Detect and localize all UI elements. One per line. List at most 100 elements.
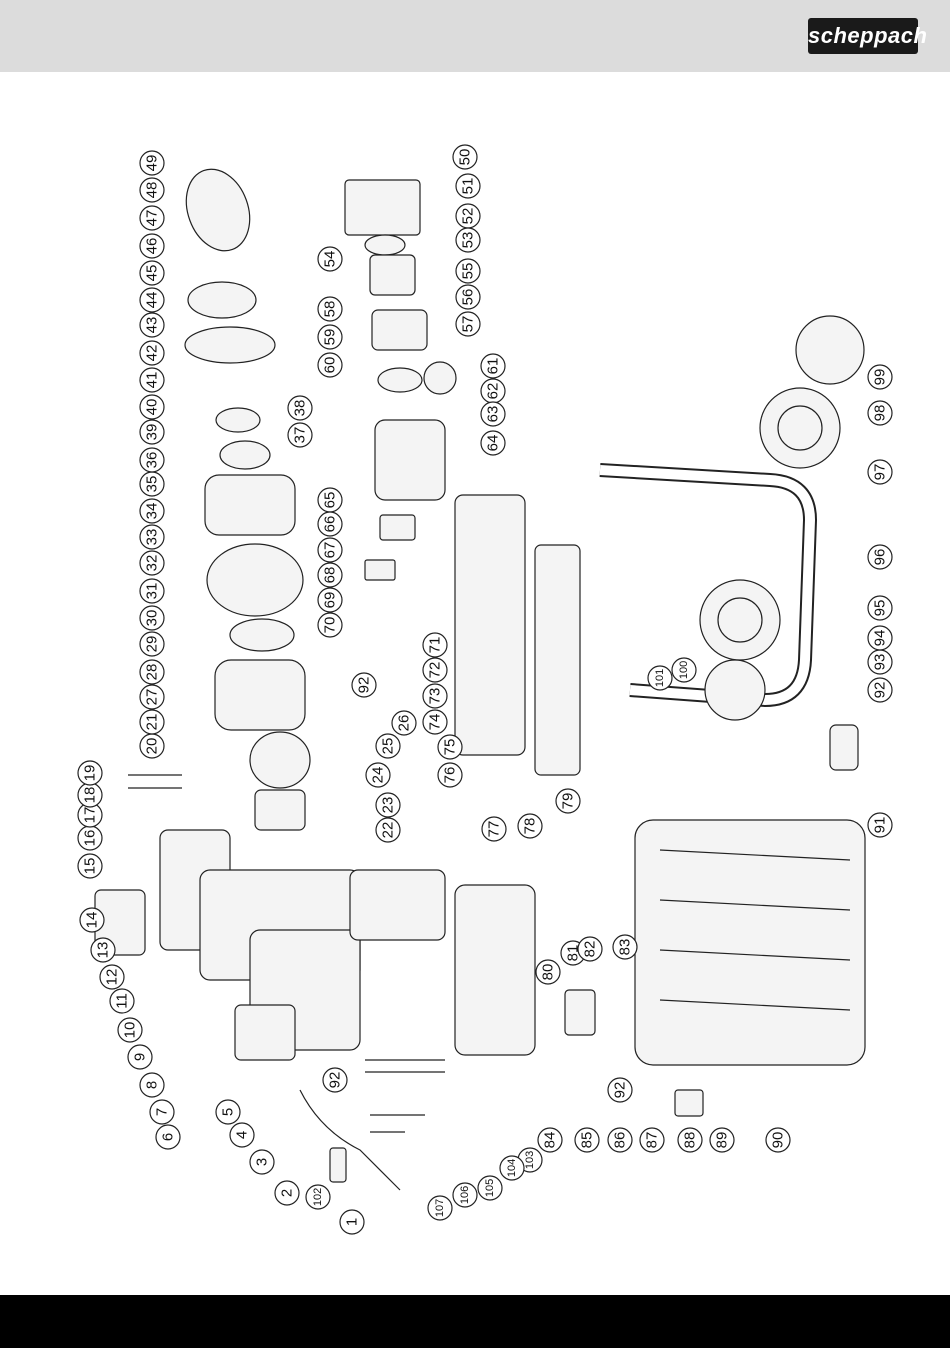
callout-50: 50 <box>452 144 478 170</box>
callout-circle <box>109 988 135 1014</box>
callout-label: 83 <box>617 939 634 956</box>
callout-label: 9 <box>132 1053 149 1061</box>
callout-label: 7 <box>154 1108 171 1116</box>
callout-circle <box>339 1209 365 1235</box>
callout-circle <box>437 762 463 788</box>
frame-and-wheels <box>599 315 866 1117</box>
callout-label: 55 <box>460 263 477 280</box>
callout-circle <box>375 817 401 843</box>
callout-label: 18 <box>82 787 99 804</box>
callout-circle <box>317 511 343 537</box>
callout-circle <box>437 734 463 760</box>
callout-circle <box>77 760 103 786</box>
callout-52: 52 <box>455 203 481 229</box>
callout-label: 48 <box>144 182 161 199</box>
callout-89: 89 <box>709 1127 735 1153</box>
callout-31: 31 <box>139 578 165 604</box>
callout-label: 17 <box>82 807 99 824</box>
callout-circle <box>322 1067 348 1093</box>
callout-circle <box>480 353 506 379</box>
callout-label: 66 <box>322 516 339 533</box>
callout-label: 25 <box>380 738 397 755</box>
callout-circle <box>139 524 165 550</box>
callout-circle <box>139 498 165 524</box>
callout-label: 63 <box>485 406 502 423</box>
callout-circle <box>422 632 448 658</box>
callout-label: 36 <box>144 452 161 469</box>
callout-label: 75 <box>442 739 459 756</box>
callout-label: 54 <box>322 251 339 268</box>
callout-96: 96 <box>867 544 893 570</box>
callout-label: 40 <box>144 399 161 416</box>
callout-label: 92 <box>872 682 889 699</box>
callout-74: 74 <box>422 709 448 735</box>
callout-circle <box>577 936 603 962</box>
callout-16: 16 <box>77 825 103 851</box>
callout-circle <box>99 964 125 990</box>
callout-label: 100 <box>678 661 690 679</box>
callout-label: 92 <box>327 1072 344 1089</box>
callout-circle <box>422 683 448 709</box>
callout-label: 14 <box>84 912 101 929</box>
callout-94: 94 <box>867 625 893 651</box>
callout-label: 51 <box>460 178 477 195</box>
callout-label: 105 <box>484 1179 496 1197</box>
callout-65: 65 <box>317 487 343 513</box>
callout-label: 49 <box>144 155 161 172</box>
callout-circle <box>422 709 448 735</box>
callout-71: 71 <box>422 632 448 658</box>
callout-label: 5 <box>220 1108 237 1116</box>
callout-90: 90 <box>765 1127 791 1153</box>
callout-circle <box>229 1122 255 1148</box>
callout-label: 62 <box>485 383 502 400</box>
callout-11: 11 <box>109 988 135 1014</box>
callout-18: 18 <box>77 782 103 808</box>
callout-label: 103 <box>524 1151 536 1169</box>
callout-circle <box>139 605 165 631</box>
callout-label: 47 <box>144 210 161 227</box>
callout-label: 98 <box>872 405 889 422</box>
callout-label: 29 <box>144 636 161 653</box>
callout-label: 101 <box>654 669 666 687</box>
callout-83: 83 <box>612 934 638 960</box>
callout-circle <box>607 1127 633 1153</box>
callout-circle <box>555 788 581 814</box>
callout-label: 102 <box>312 1188 324 1206</box>
callout-28: 28 <box>139 659 165 685</box>
callout-51: 51 <box>455 173 481 199</box>
callout-15: 15 <box>77 853 103 879</box>
callout-87: 87 <box>639 1127 665 1153</box>
callout-label: 4 <box>234 1131 251 1139</box>
callout-12: 12 <box>99 964 125 990</box>
callout-62: 62 <box>480 378 506 404</box>
callout-label: 73 <box>427 688 444 705</box>
callout-label: 38 <box>292 400 309 417</box>
callout-60: 60 <box>317 352 343 378</box>
callout-circle <box>477 1175 503 1201</box>
callout-circle <box>375 733 401 759</box>
callout-44: 44 <box>139 287 165 313</box>
parts-diagram-svg: 1234567891011121314151617181920212223242… <box>77 144 893 1235</box>
callout-92: 92 <box>351 672 377 698</box>
callout-10: 10 <box>117 1017 143 1043</box>
callout-85: 85 <box>574 1127 600 1153</box>
callout-3: 3 <box>249 1149 275 1175</box>
callout-label: 44 <box>144 292 161 309</box>
callout-25: 25 <box>375 733 401 759</box>
callout-circle <box>867 812 893 838</box>
callout-circle <box>139 659 165 685</box>
callout-5: 5 <box>215 1099 241 1125</box>
callout-label: 79 <box>560 793 577 810</box>
callout-92: 92 <box>607 1077 633 1103</box>
callout-label: 42 <box>144 345 161 362</box>
callout-80: 80 <box>535 959 561 985</box>
callout-circle <box>317 352 343 378</box>
callout-6: 6 <box>155 1124 181 1150</box>
callout-circle <box>537 1127 563 1153</box>
callout-circle <box>612 934 638 960</box>
callout-circle <box>139 447 165 473</box>
callout-circle <box>79 907 105 933</box>
callout-label: 1 <box>344 1218 361 1226</box>
callout-label: 34 <box>144 503 161 520</box>
callout-30: 30 <box>139 605 165 631</box>
